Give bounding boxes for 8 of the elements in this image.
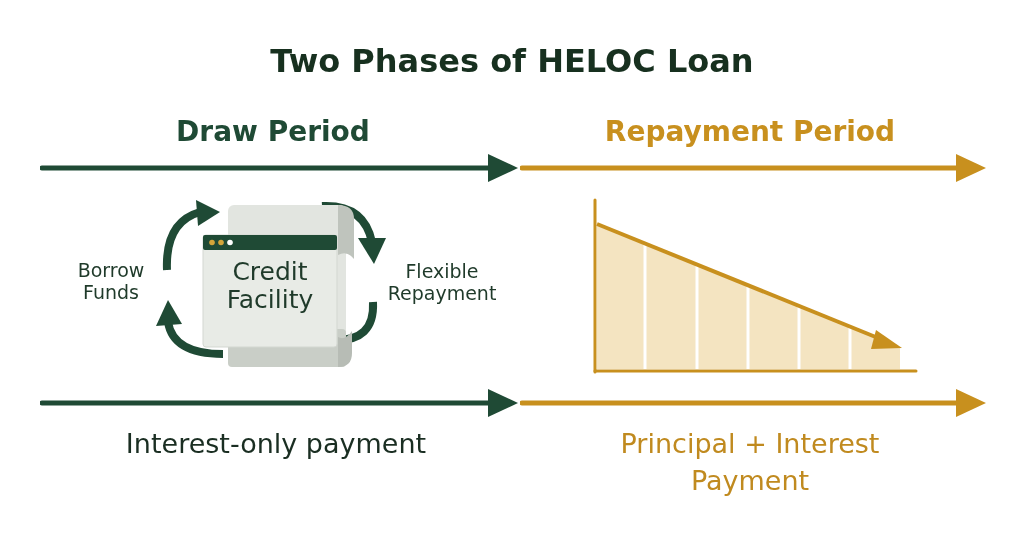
period-heading: Draw Period xyxy=(175,114,371,150)
cycle-label: Flexible Repayment xyxy=(386,260,498,304)
node-label: Credit Facility xyxy=(225,258,315,314)
payment-label: Principal + Interest Payment xyxy=(619,427,881,498)
period-heading: Repayment Period xyxy=(603,114,897,150)
cycle-label: Borrow Funds xyxy=(76,259,146,303)
payment-label: Interest-only payment xyxy=(124,427,428,461)
diagram-title: Two Phases of HELOC Loan xyxy=(269,41,755,82)
